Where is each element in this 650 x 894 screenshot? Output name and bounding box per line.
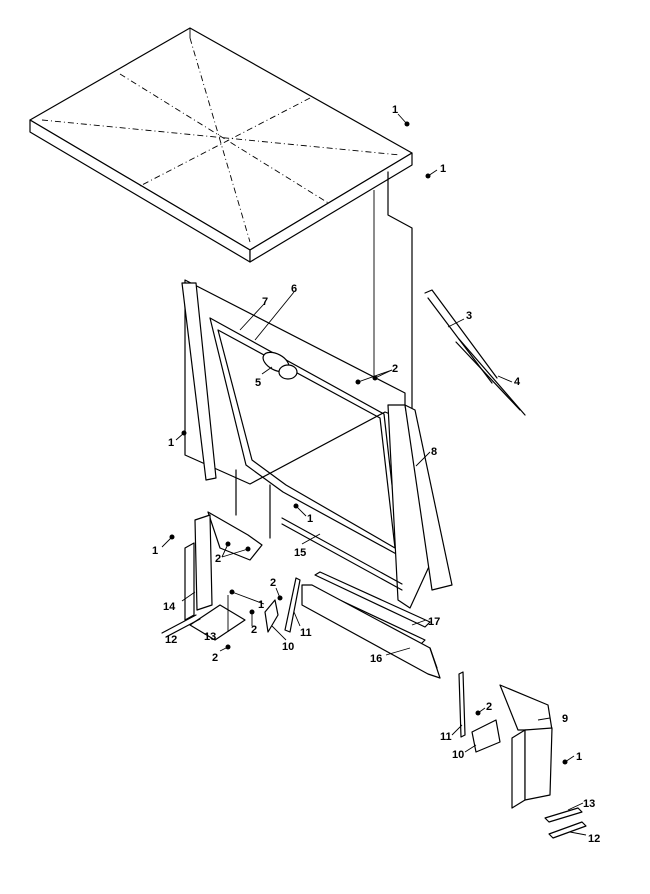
callout-5: 5	[255, 377, 261, 389]
callout-2: 2	[392, 363, 398, 375]
callout-13: 13	[204, 631, 216, 643]
headlight	[262, 351, 298, 380]
callout-12: 12	[165, 634, 177, 646]
wiper-arm	[424, 289, 526, 416]
callout-1: 1	[258, 599, 264, 611]
callout-2: 2	[251, 624, 257, 636]
bracket-10-right	[471, 719, 501, 753]
callout-13: 13	[583, 798, 595, 810]
callout-10: 10	[452, 749, 464, 761]
callout-15: 15	[294, 547, 306, 559]
windshield-frame	[181, 279, 453, 609]
leader-lines	[161, 113, 587, 836]
strip-11-right	[458, 671, 466, 738]
callout-1: 1	[152, 545, 158, 557]
callout-17: 17	[428, 616, 440, 628]
strip-11-left	[284, 577, 301, 633]
callout-14: 14	[163, 601, 176, 613]
callout-12: 12	[588, 833, 600, 845]
bracket-10-left	[264, 599, 279, 633]
callout-6: 6	[291, 283, 297, 295]
roof-panel	[29, 27, 413, 263]
strip-15	[281, 517, 403, 591]
callout-1: 1	[307, 513, 313, 525]
panel-16	[301, 584, 441, 679]
callout-2: 2	[486, 701, 492, 713]
callout-10: 10	[282, 641, 294, 653]
callout-1: 1	[440, 163, 446, 175]
callout-2: 2	[215, 553, 221, 565]
callout-4: 4	[514, 376, 521, 388]
callout-1: 1	[576, 751, 582, 763]
callout-1: 1	[168, 437, 174, 449]
callout-8: 8	[431, 446, 437, 458]
callout-3: 3	[466, 310, 472, 322]
callout-2: 2	[270, 577, 276, 589]
callout-1: 1	[392, 104, 398, 116]
callout-9: 9	[562, 713, 568, 725]
left-corner-post	[161, 511, 263, 641]
callout-2: 2	[212, 652, 218, 664]
callout-11: 11	[440, 731, 452, 743]
right-corner-post	[499, 684, 587, 839]
callout-labels: 1 1 1 1 1 1 1 2 2 2 2 2 2 3 4 5 6 7 8 9 …	[152, 104, 600, 845]
callout-11: 11	[300, 627, 312, 639]
callout-7: 7	[262, 296, 268, 308]
callout-16: 16	[370, 653, 382, 665]
